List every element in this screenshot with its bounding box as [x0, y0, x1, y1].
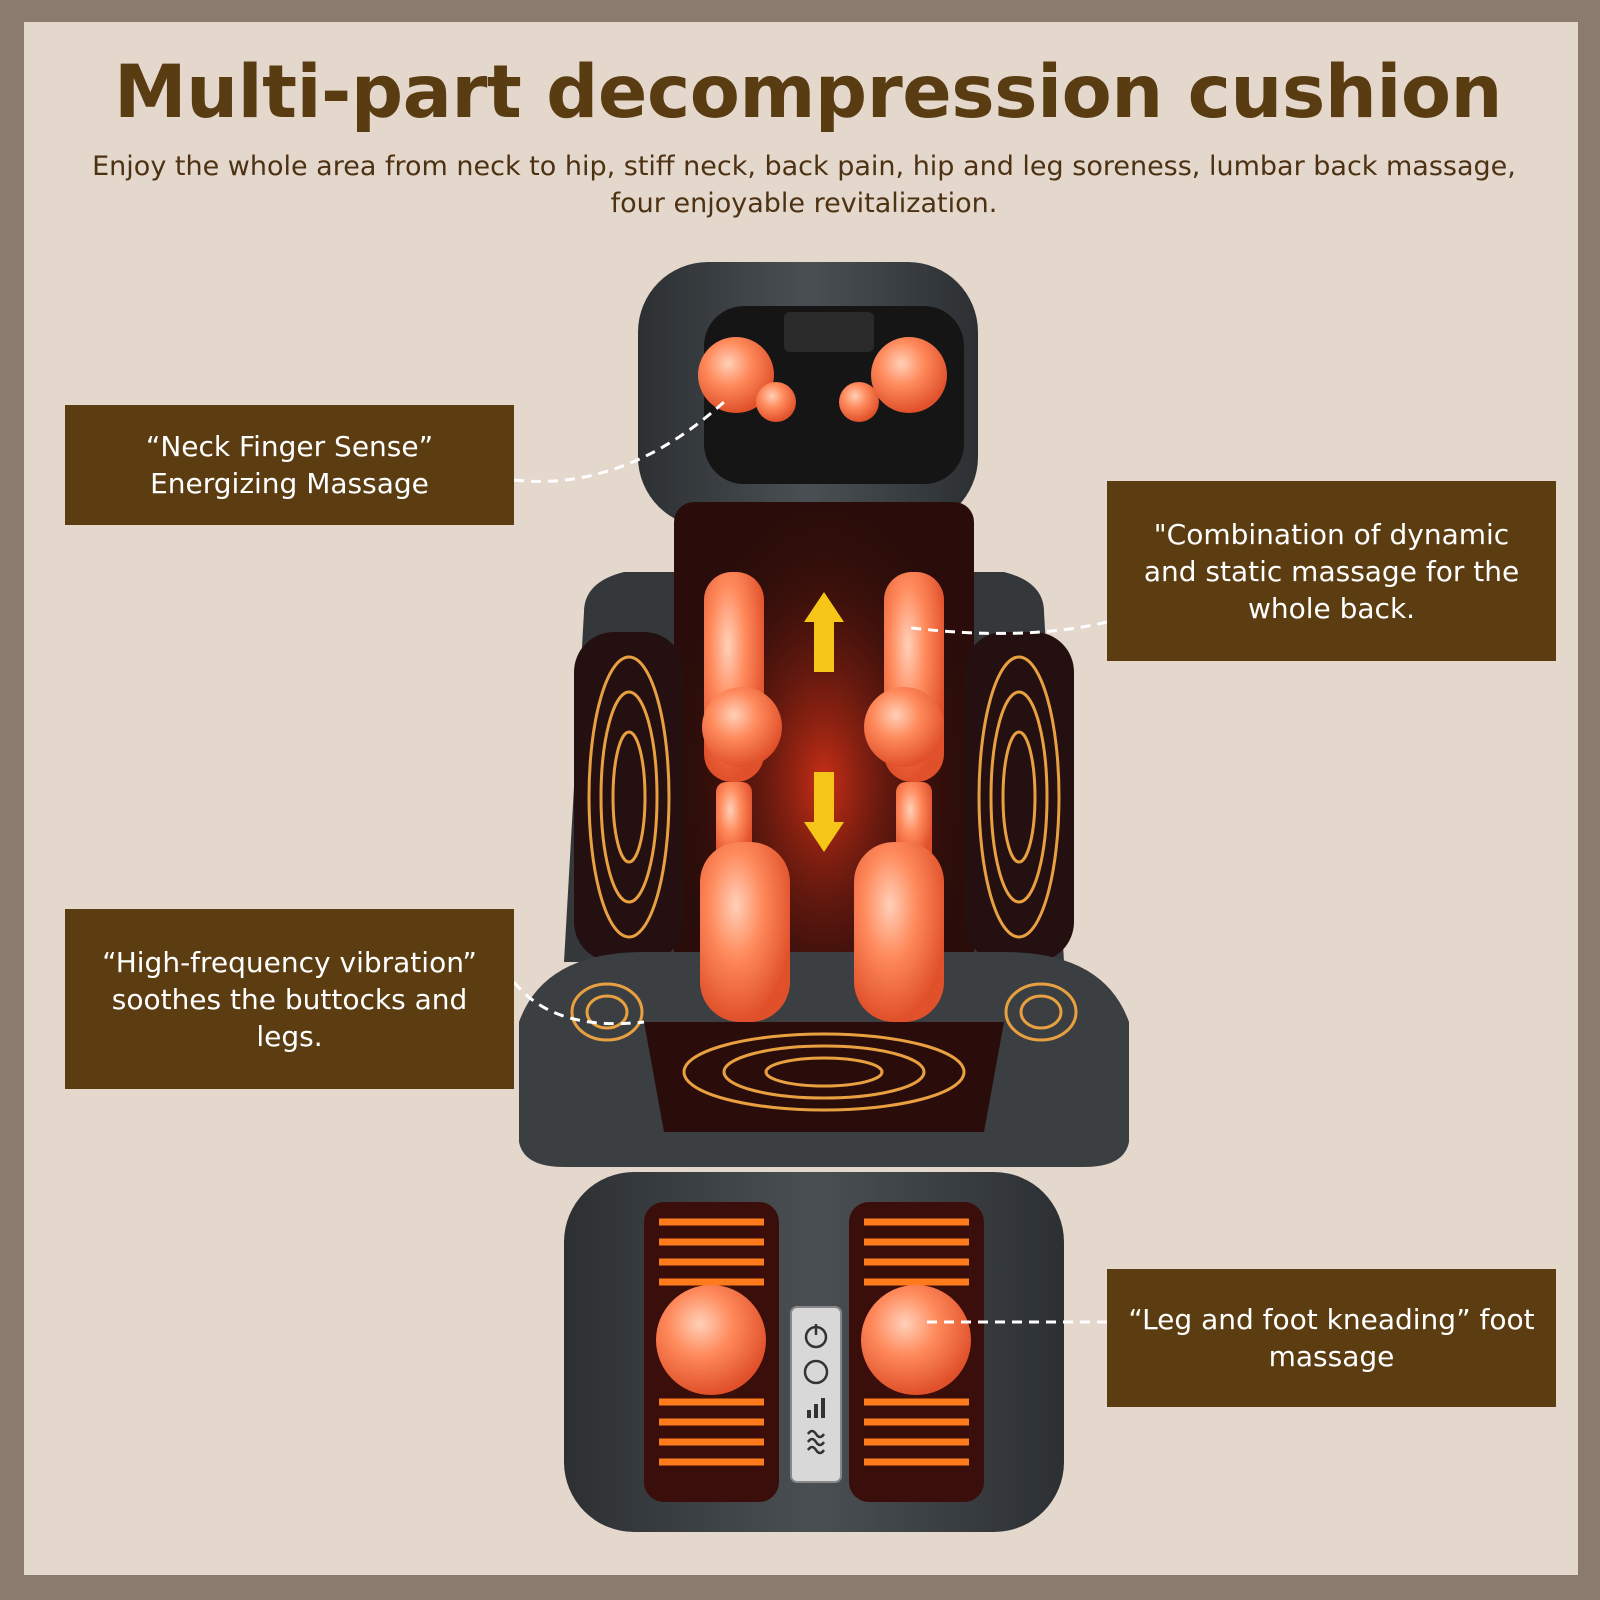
- headrest: [638, 262, 978, 527]
- left-vibration-rings: [587, 655, 671, 939]
- intensity-icon: [807, 1398, 825, 1418]
- right-vibration-rings: [977, 655, 1061, 939]
- mode-icon: [803, 1359, 829, 1385]
- product-canvas: Multi-part decompression cushion Enjoy t…: [24, 22, 1578, 1575]
- up-down-arrows: [804, 592, 844, 852]
- callout-neck: “Neck Finger Sense” Energizing Massage: [65, 405, 514, 525]
- callout-foot: “Leg and foot kneading” foot massage: [1107, 1269, 1556, 1407]
- seat: [519, 952, 1129, 1167]
- leader-lines: [512, 400, 1108, 1324]
- callout-back: "Combination of dynamic and static massa…: [1107, 481, 1556, 661]
- back-massage-rollers: [700, 572, 944, 1022]
- heat-icon: [806, 1429, 826, 1455]
- page-title: Multi-part decompression cushion: [114, 50, 1502, 135]
- page-subtitle: Enjoy the whole area from neck to hip, s…: [92, 151, 1516, 219]
- neck-massage-nodes: [698, 337, 947, 422]
- control-panel: [790, 1306, 842, 1483]
- power-icon: [804, 1324, 828, 1349]
- massage-cushion-illustration: [512, 262, 1129, 1532]
- callout-vibration: “High-frequency vibration” soothes the b…: [65, 909, 514, 1089]
